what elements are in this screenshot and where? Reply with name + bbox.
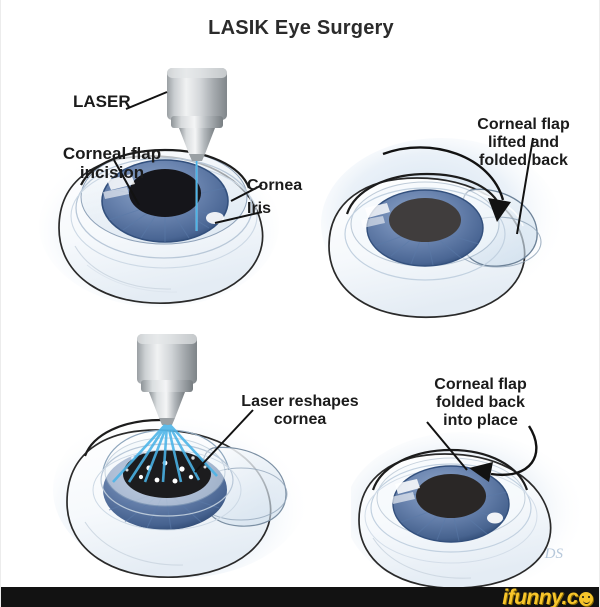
pupil: [416, 474, 486, 518]
ifunny-watermark: ifunny.c: [502, 587, 593, 607]
panel-flap-replaced-graphic: [345, 421, 581, 592]
curved-arrow-icon: [426, 421, 538, 482]
laser-beam-fan: [112, 424, 218, 483]
pupil: [129, 169, 201, 217]
panel-incision: [19, 60, 319, 310]
panel-incision-graphic: [39, 68, 279, 307]
footer-bar: [1, 587, 599, 607]
leader-line-icon: [113, 91, 263, 224]
laser-device-icon: [167, 68, 227, 161]
panel-flap-replaced: [345, 420, 596, 592]
label-laser-reshapes: Laser reshapes cornea: [241, 393, 359, 428]
panel-reshape-graphic: [53, 334, 309, 578]
artist-signature: DS: [544, 546, 563, 562]
label-laser: LASER: [73, 92, 131, 111]
watermark-text: ifunny.c: [502, 586, 578, 607]
panel-reshape: [41, 330, 331, 580]
label-flap-lifted: Corneal flap lifted and folded back: [477, 116, 570, 169]
label-flap-incision: Corneal flap incision: [62, 144, 162, 183]
iris: [391, 465, 510, 543]
laser-device-icon: [137, 334, 197, 425]
pupil: [389, 198, 461, 242]
illustration-canvas: LASIK Eye Surgery: [1, 0, 599, 592]
curved-arrow-icon: [382, 137, 534, 235]
smiley-face-icon: [579, 592, 593, 606]
laser-beam: [195, 161, 199, 231]
label-cornea: Cornea: [247, 177, 303, 194]
label-iris: Iris: [247, 200, 272, 217]
label-flap-replaced: Corneal flap folded back into place: [434, 376, 527, 429]
page-title: LASIK Eye Surgery: [208, 17, 394, 39]
leader-line-icon: [194, 409, 254, 473]
iris: [361, 189, 484, 267]
panel-flap-lifted: [321, 128, 593, 343]
panel-flap-lifted-graphic: [321, 137, 561, 318]
cornea-glint: [107, 174, 135, 190]
